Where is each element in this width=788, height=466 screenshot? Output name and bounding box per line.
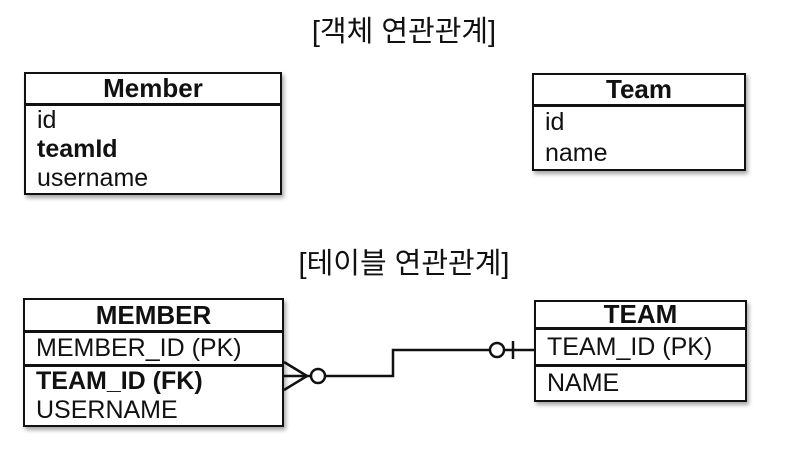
entity-member: Member id teamId username	[24, 72, 282, 195]
entity-team-title: Team	[534, 75, 744, 107]
column-member-id-pk: MEMBER_ID (PK)	[36, 334, 242, 362]
column-team-id-pk: TEAM_ID (PK)	[547, 333, 713, 361]
zero-circle-icon	[309, 367, 327, 385]
column-name: NAME	[547, 369, 620, 397]
field-id: id	[37, 106, 57, 134]
field-name: name	[545, 139, 608, 167]
field-teamid: teamId	[37, 135, 118, 163]
table-team: TEAM TEAM_ID (PK) NAME	[534, 300, 747, 402]
table-team-pk-compartment: TEAM_ID (PK)	[536, 330, 745, 367]
field-username: username	[37, 164, 149, 192]
zero-circle-icon	[488, 341, 506, 359]
connector-line	[325, 348, 490, 378]
entity-member-fields: id teamId username	[26, 106, 280, 193]
entity-team: Team id name	[532, 73, 746, 171]
table-member: MEMBER MEMBER_ID (PK) TEAM_ID (FK) USERN…	[23, 298, 284, 427]
table-diagram-title: [테이블 연관관계]	[298, 248, 510, 280]
entity-member-title: Member	[26, 74, 280, 106]
table-team-columns: NAME	[536, 367, 745, 400]
table-member-title: MEMBER	[25, 300, 282, 333]
column-username: USERNAME	[36, 396, 178, 424]
column-team-id-fk: TEAM_ID (FK)	[36, 367, 203, 395]
table-member-columns: TEAM_ID (FK) USERNAME	[25, 367, 282, 425]
entity-team-fields: id name	[534, 107, 744, 169]
table-team-title: TEAM	[536, 302, 745, 330]
object-diagram-title: [객체 연관관계]	[311, 16, 497, 48]
table-member-pk-compartment: MEMBER_ID (PK)	[25, 333, 282, 367]
crow-foot-many-icon	[283, 360, 308, 392]
field-id: id	[545, 108, 565, 136]
